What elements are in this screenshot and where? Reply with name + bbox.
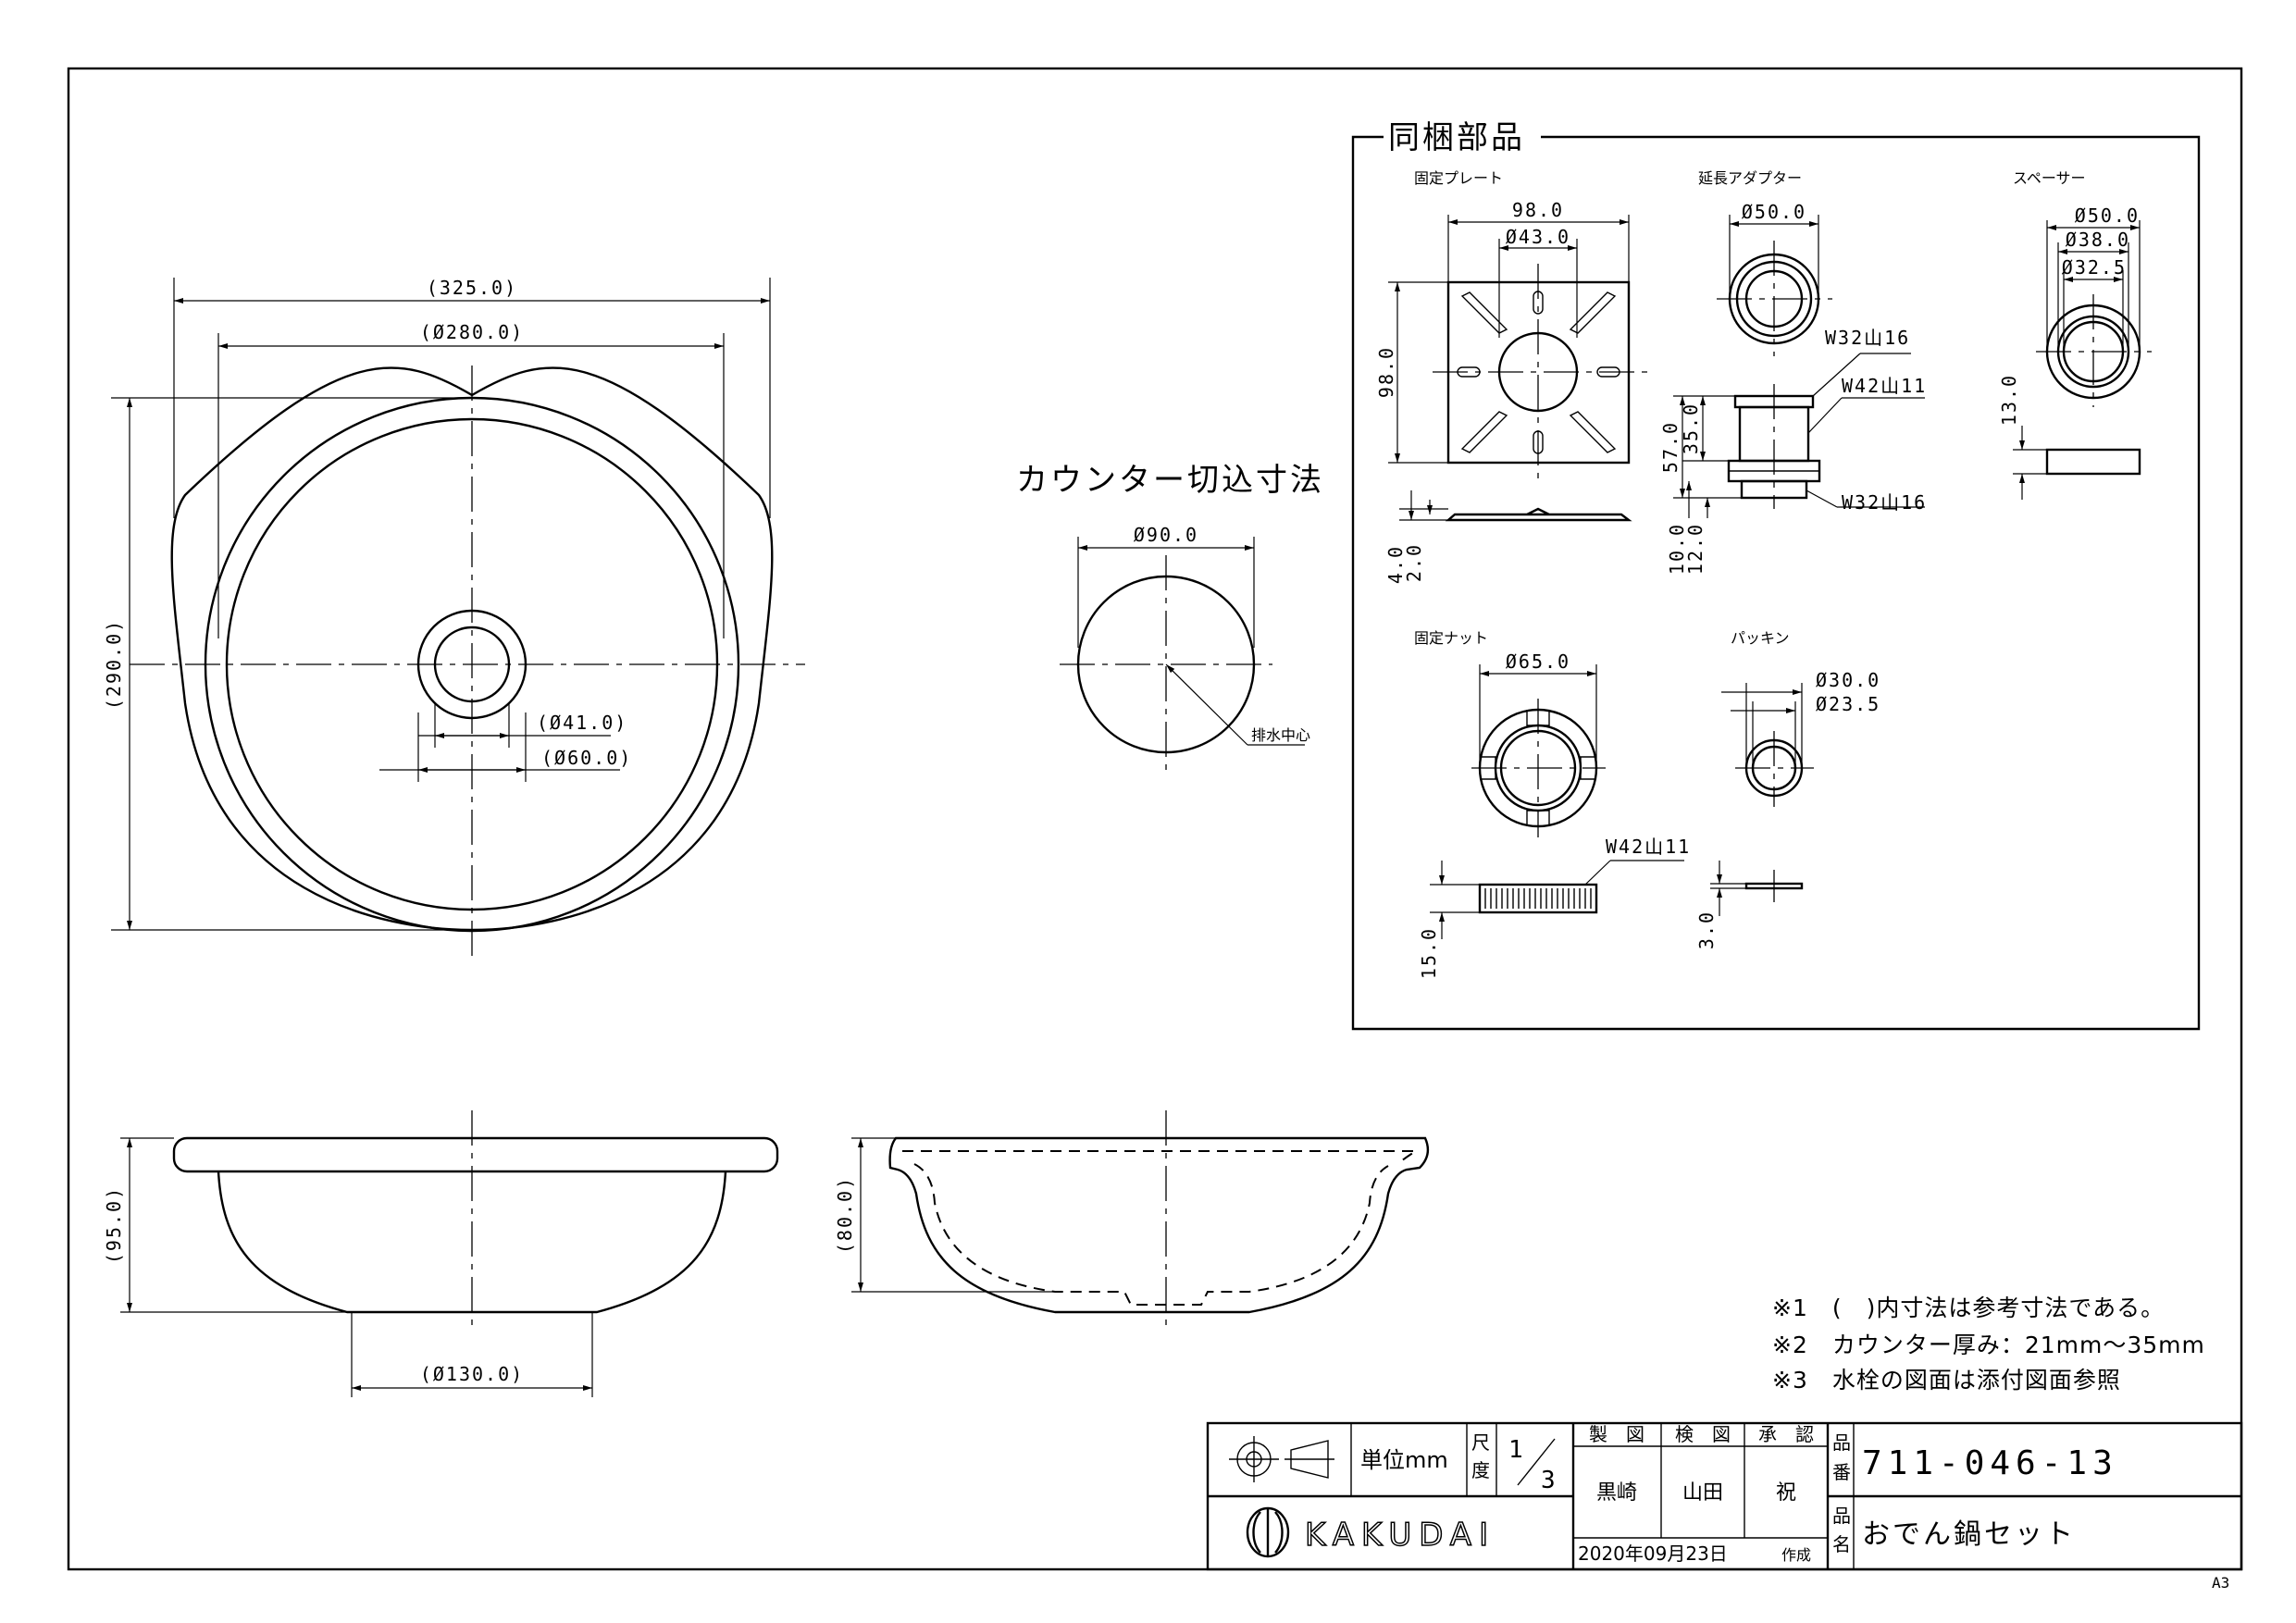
dim-height-95: (95.0): [103, 1186, 125, 1264]
dim-height-290: (290.0): [103, 619, 125, 710]
dim-dia-130: (Ø130.0): [420, 1363, 524, 1385]
part-no-label-a: 品: [1832, 1431, 1851, 1454]
part-packing: パッキン Ø30.0 Ø23.5 3.0: [1695, 629, 1880, 949]
part-number: 711-046-13: [1862, 1444, 2118, 1482]
part-fixing-plate: 固定プレート 98.0 Ø43.0 98.0: [1375, 169, 1647, 584]
dim-dia-280: (Ø280.0): [420, 321, 524, 343]
nut-label: 固定ナット: [1414, 629, 1488, 647]
drawn-by: 黒崎: [1596, 1481, 1637, 1505]
drawn-header: 製 図: [1589, 1423, 1644, 1445]
plate-dim-4: 4.0: [1384, 545, 1407, 584]
scale-denominator: 3: [1541, 1467, 1558, 1494]
note-3: ※3 水栓の図面は添付図面参照: [1772, 1367, 2121, 1394]
dim-dia-60: (Ø60.0): [541, 747, 632, 769]
created-suffix: 作成: [1781, 1546, 1811, 1564]
note-2: ※2 カウンター厚み：21mm～35mm: [1772, 1332, 2205, 1358]
adapter-thread-w32-top: W32山16: [1825, 327, 1910, 349]
parts-title: 同梱部品: [1388, 119, 1525, 156]
side-view-exterior: (95.0) (Ø130.0): [103, 1110, 779, 1397]
plate-dim-98-w: 98.0: [1512, 199, 1564, 221]
plate-dim-2: 2.0: [1403, 543, 1425, 582]
projection-symbol-icon: [1229, 1436, 1334, 1482]
product-name: おでん鍋セット: [1862, 1518, 2076, 1551]
part-extension-adapter: 延長アダプター Ø50.0 W32山16 W42山11 W: [1659, 169, 1927, 575]
sheet-size: A3: [2212, 1574, 2229, 1592]
packing-dim-dia-23-5: Ø23.5: [1816, 693, 1880, 715]
packing-label: パッキン: [1731, 629, 1790, 647]
checked-header: 検 図: [1675, 1423, 1731, 1445]
nut-dim-15: 15.0: [1418, 927, 1440, 979]
part-fixing-nut: 固定ナット Ø65.0 W42山11 15.0: [1414, 629, 1691, 979]
adapter-dim-57: 57.0: [1659, 421, 1682, 473]
side-view-section: (80.0): [834, 1110, 1430, 1332]
spacer-label: スペーサー: [2013, 169, 2086, 187]
part-spacer: スペーサー Ø50.0 Ø38.0 Ø32.5 13.0: [1998, 169, 2152, 500]
dim-height-80: (80.0): [834, 1176, 856, 1254]
adapter-dim-dia-50: Ø50.0: [1742, 201, 1806, 223]
adapter-dim-10: 10.0: [1666, 523, 1688, 575]
spacer-dim-dia-32-5: Ø32.5: [2062, 256, 2127, 279]
counter-cut-title: カウンター切込寸法: [1016, 462, 1324, 499]
name-label-b: 名: [1832, 1533, 1851, 1555]
plate-dim-98-h: 98.0: [1375, 346, 1397, 398]
part-no-label-b: 番: [1832, 1461, 1851, 1483]
scale-label-bottom: 度: [1471, 1459, 1490, 1481]
dim-dia-41: (Ø41.0): [537, 712, 627, 734]
title-block: 単位mm 尺 度 1 3 製 図 検 図 承 認 黒崎 山田 祝 2020年09…: [1206, 1421, 2243, 1571]
nut-thread-w42: W42山11: [1606, 836, 1691, 858]
company-name: KAKUDAI: [1305, 1517, 1496, 1554]
adapter-dim-35: 35.0: [1680, 403, 1702, 454]
plate-label: 固定プレート: [1414, 169, 1503, 187]
top-view: (325.0) (Ø280.0) (290.0) (Ø41.0) (Ø60.0): [103, 277, 805, 962]
adapter-dim-12: 12.0: [1684, 523, 1706, 575]
nut-dim-dia-65: Ø65.0: [1506, 650, 1570, 673]
packing-dim-3: 3.0: [1695, 911, 1718, 949]
plate-dim-dia-43: Ø43.0: [1506, 226, 1570, 248]
approved-by: 祝: [1776, 1481, 1796, 1505]
spacer-dim-dia-50: Ø50.0: [2075, 204, 2140, 227]
unit-text: 単位mm: [1360, 1447, 1448, 1473]
parts-box: 同梱部品 固定プレート 98.0 Ø43.0 98.0: [1351, 119, 2201, 1031]
spacer-dim-dia-38: Ø38.0: [2066, 229, 2130, 251]
counter-cutout-view: カウンター切込寸法 Ø90.0 排水中心: [1016, 462, 1324, 773]
drawing-frame: [67, 67, 2243, 1571]
dim-width-325: (325.0): [427, 277, 517, 299]
scale-numerator: 1: [1508, 1436, 1525, 1464]
dim-dia-90: Ø90.0: [1134, 524, 1198, 546]
packing-dim-dia-30: Ø30.0: [1816, 669, 1880, 691]
notes: ※1 ( )内寸法は参考寸法である。 ※2 カウンター厚み：21mm～35mm …: [1772, 1295, 2205, 1394]
kakudai-logo: KAKUDAI: [1246, 1506, 1496, 1558]
approved-header: 承 認: [1758, 1423, 1814, 1445]
scale-label-top: 尺: [1471, 1431, 1490, 1454]
spacer-dim-13: 13.0: [1998, 374, 2020, 426]
adapter-thread-w42: W42山11: [1842, 375, 1927, 397]
drain-center-label: 排水中心: [1251, 726, 1310, 744]
adapter-thread-w32-bottom: W32山16: [1842, 491, 1927, 514]
name-label-a: 品: [1832, 1505, 1851, 1527]
note-1: ※1 ( )内寸法は参考寸法である。: [1772, 1295, 2165, 1321]
adapter-label: 延長アダプター: [1698, 169, 1802, 187]
created-date: 2020年09月23日: [1578, 1542, 1728, 1565]
checked-by: 山田: [1682, 1481, 1723, 1505]
